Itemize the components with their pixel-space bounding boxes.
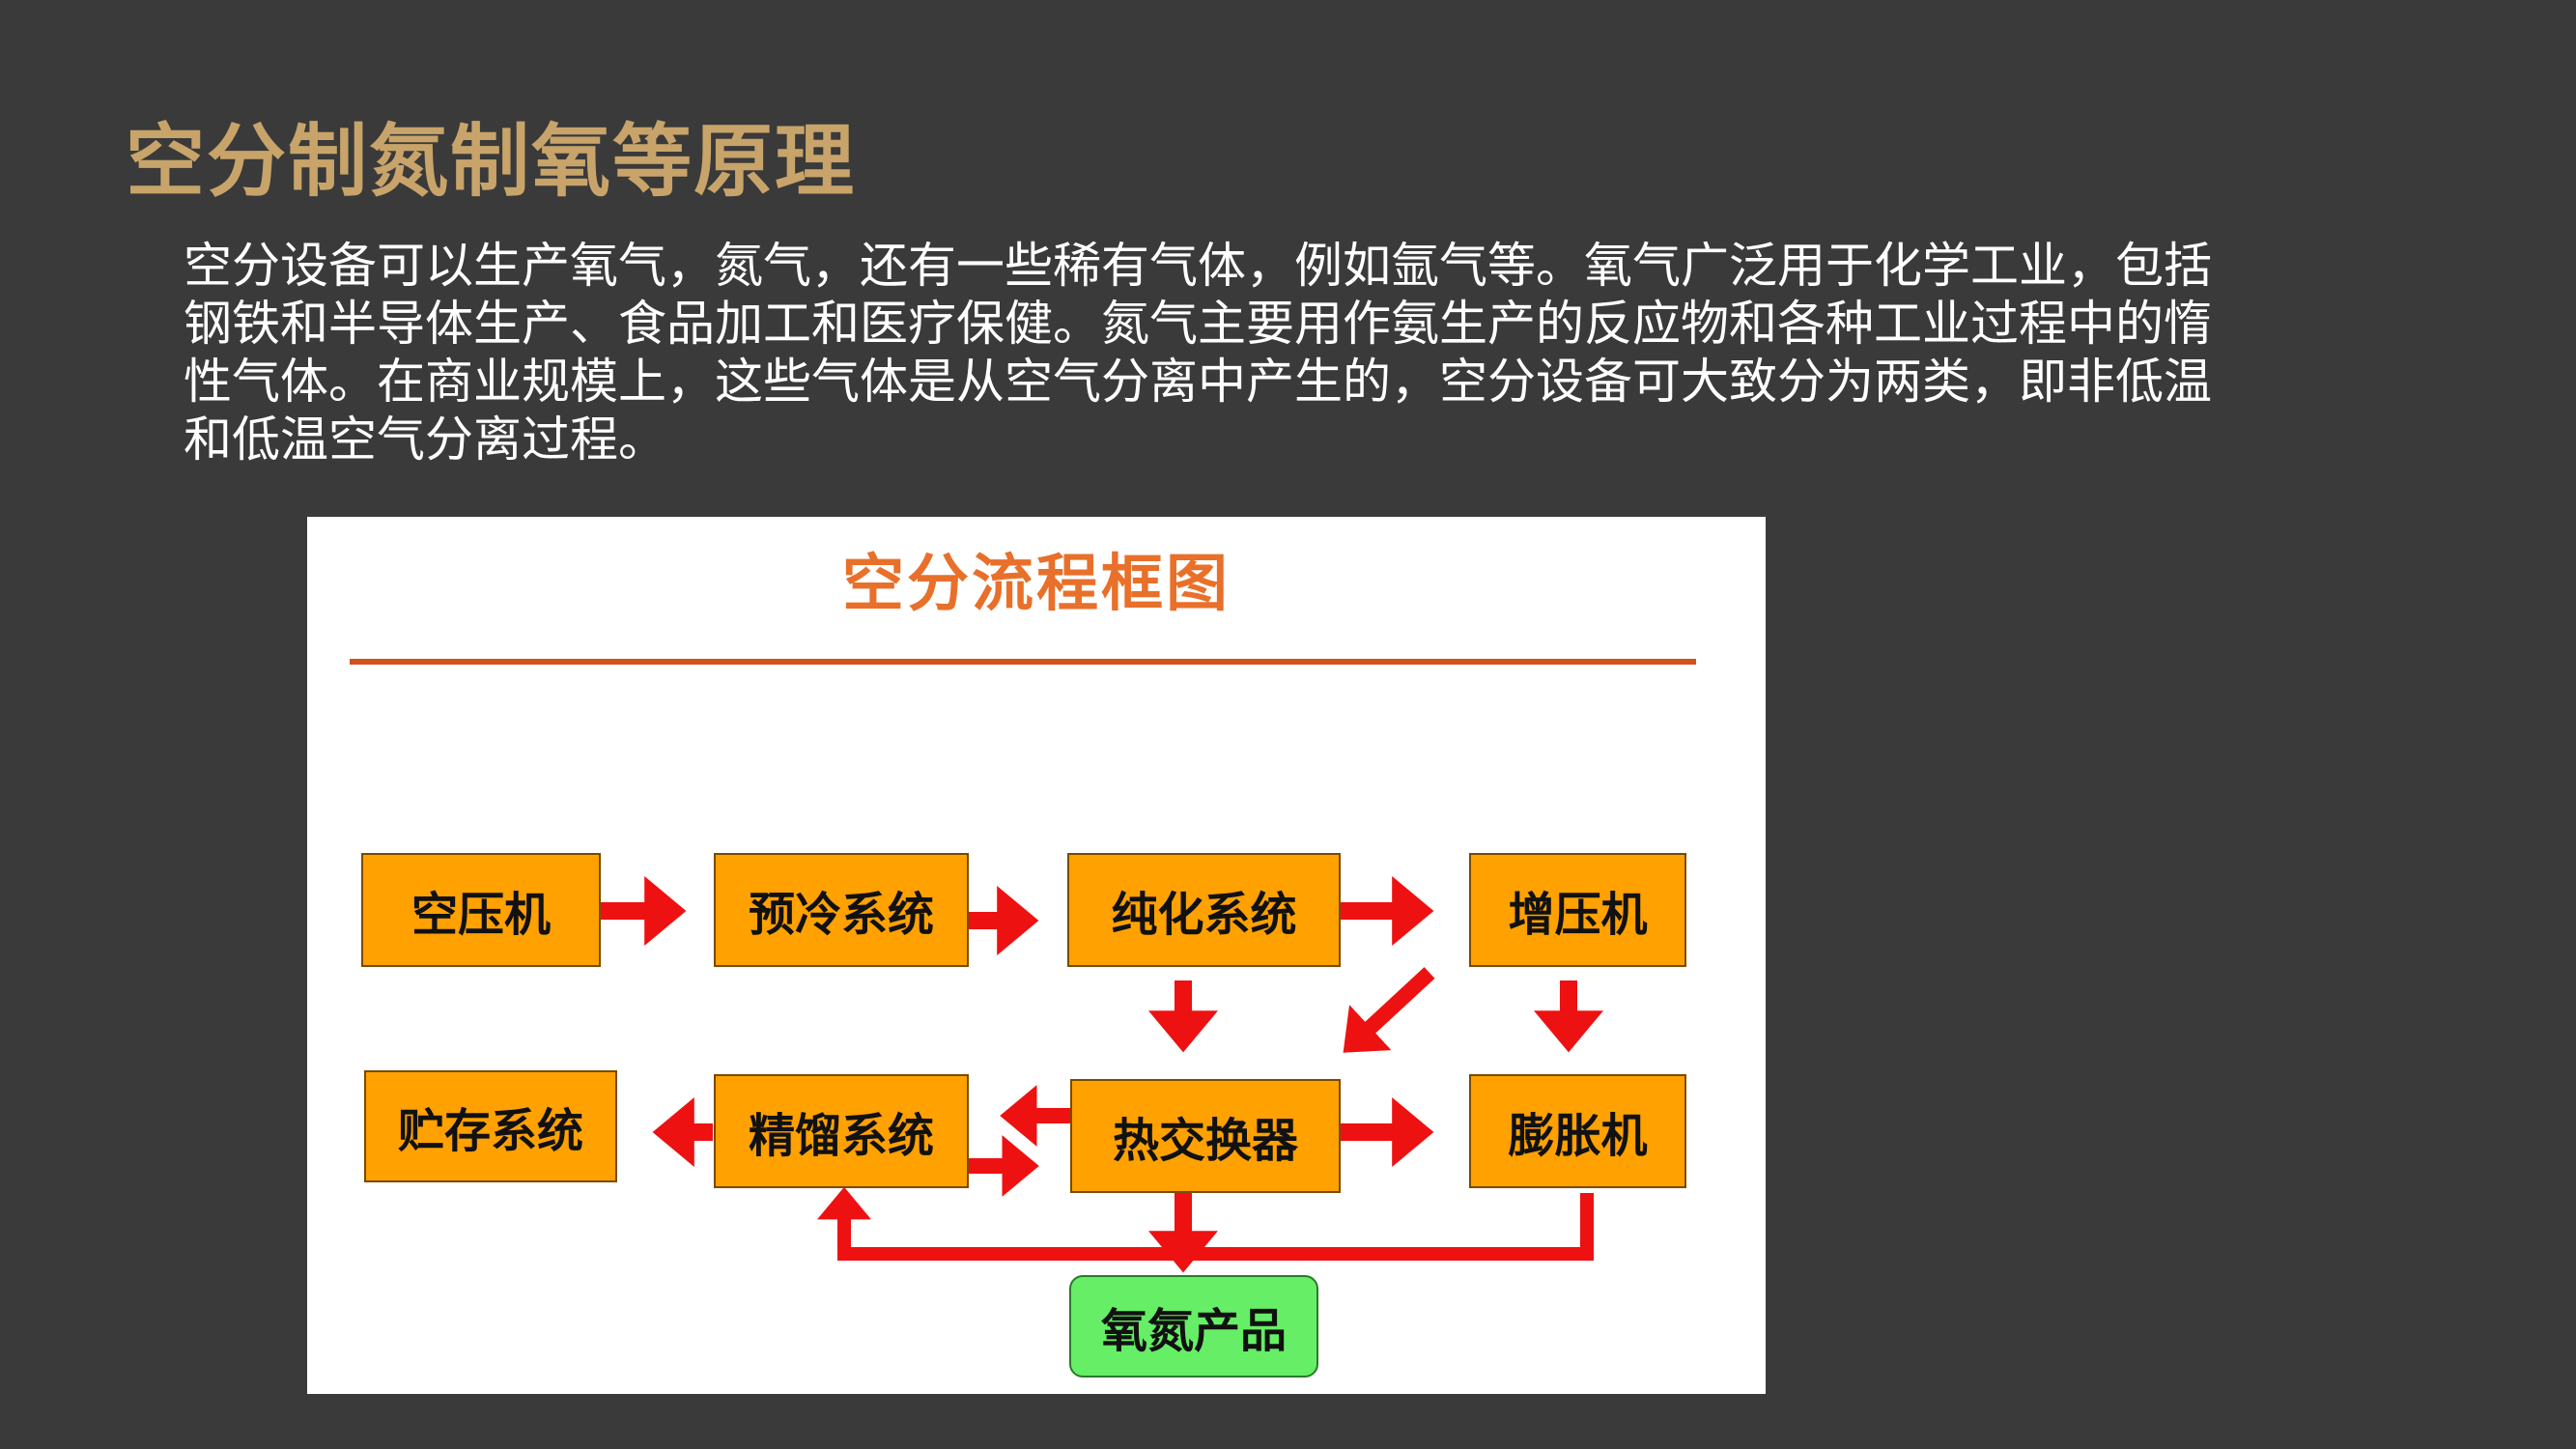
node-purify: 纯化系统 bbox=[1067, 853, 1341, 967]
intro-paragraph: 空分设备可以生产氧气，氮气，还有一些稀有气体，例如氩气等。氧气广泛用于化学工业，… bbox=[184, 237, 2231, 469]
node-expander: 膨胀机 bbox=[1469, 1074, 1686, 1188]
paragraph-line: 空分设备可以生产氧气，氮气，还有一些稀有气体，例如氩气等。氧气广泛用于化学工业，… bbox=[184, 238, 2212, 294]
node-booster: 增压机 bbox=[1469, 853, 1686, 967]
diagram-title: 空分流程框图 bbox=[842, 549, 1231, 620]
return-line-left bbox=[817, 1186, 1183, 1261]
node-precool: 预冷系统 bbox=[714, 853, 969, 967]
node-storage: 贮存系统 bbox=[364, 1070, 617, 1182]
paragraph-line: 钢铁和半导体生产、食品加工和医疗保健。氮气主要用作氨生产的反应物和各种工业过程中… bbox=[184, 296, 2212, 352]
process-flow-diagram: 空分流程框图 空压机 预冷系统 纯化系统 增压机 贮存系统 精馏系统 热交换器 … bbox=[307, 517, 1766, 1394]
paragraph-line: 性气体。在商业规模上，这些气体是从空气分离中产生的，空分设备可大致分为两类，即非… bbox=[184, 354, 2212, 410]
diagram-connectors bbox=[350, 659, 1696, 1273]
node-distill: 精馏系统 bbox=[714, 1074, 969, 1188]
paragraph-line: 和低温空气分离过程。 bbox=[184, 412, 666, 468]
node-compressor: 空压机 bbox=[361, 853, 601, 967]
page-title: 空分制氮制氧等原理 bbox=[126, 116, 857, 208]
return-line-right bbox=[1183, 1193, 1594, 1261]
node-product: 氧氮产品 bbox=[1069, 1275, 1318, 1378]
arrow-booster-to-heat-exchanger bbox=[1343, 967, 1435, 1053]
node-heat-exchanger: 热交换器 bbox=[1070, 1079, 1341, 1193]
